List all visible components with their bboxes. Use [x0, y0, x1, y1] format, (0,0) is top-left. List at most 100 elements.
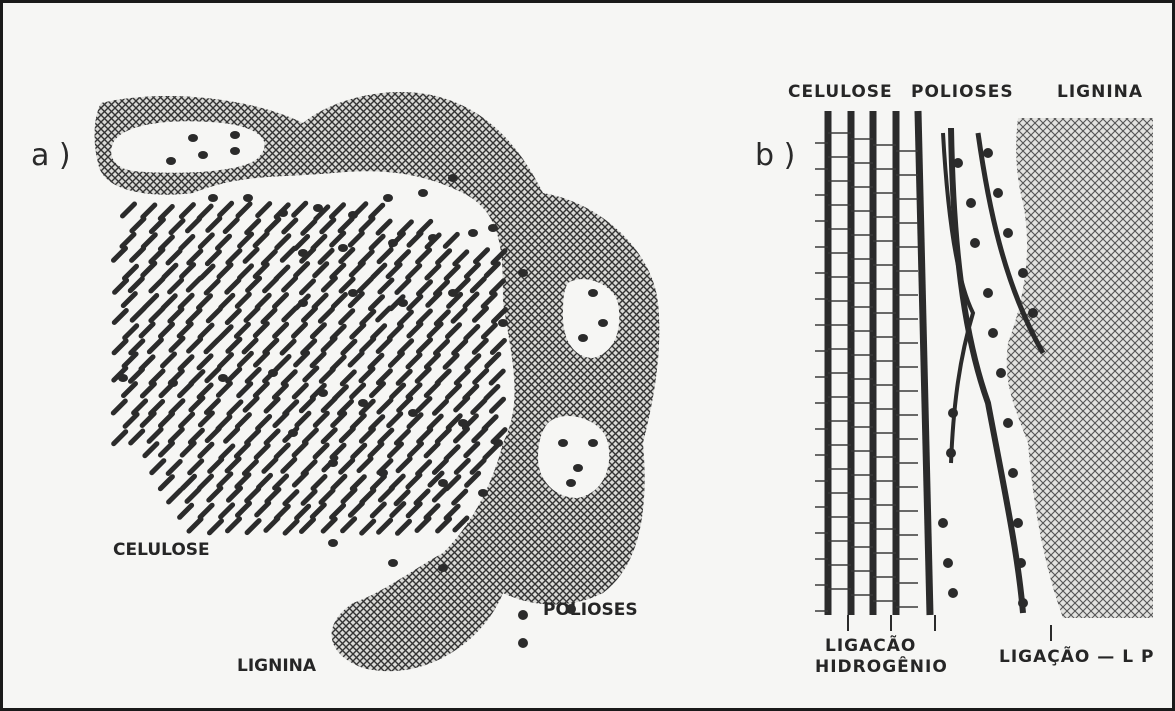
cellulose-fibril: [181, 414, 193, 426]
polyose-molecule: [408, 409, 418, 417]
polyose-molecule: [448, 289, 458, 297]
cellulose-fibril: [229, 488, 241, 500]
cellulose-fibril: [190, 461, 202, 473]
cellulose-strands: [815, 111, 930, 615]
cellulose-fibril: [247, 221, 259, 233]
cellulose-fibril: [266, 431, 278, 443]
cellulose-fibril: [485, 446, 497, 458]
cellulose-fibril: [398, 371, 410, 383]
cellulose-fibril: [200, 476, 212, 488]
cellulose-fibril: [332, 205, 344, 217]
polyose-molecule: [188, 134, 198, 142]
cellulose-fibril: [342, 372, 354, 384]
cellulose-fibril: [264, 459, 276, 471]
cellulose-fibril: [142, 414, 154, 426]
cellulose-fibril: [256, 353, 268, 365]
cellulose-fibril: [227, 311, 239, 323]
cellulose-fibril: [190, 430, 202, 442]
cellulose-fibril: [454, 491, 466, 503]
cellulose-fibril: [206, 281, 218, 293]
polyose-side-group: [1008, 468, 1018, 478]
polyose-side-group: [1003, 418, 1013, 428]
cellulose-fibril: [343, 519, 355, 531]
cellulose-fibril: [323, 399, 335, 411]
cellulose-fibril: [418, 250, 430, 262]
cellulose-fibril: [199, 356, 211, 368]
cellulose-fibril: [237, 475, 249, 487]
cellulose-fibril: [227, 459, 239, 471]
cellulose-fibril: [285, 492, 297, 504]
cellulose-fibril: [247, 431, 259, 443]
cellulose-fibril: [265, 340, 277, 352]
cellulose-fibril: [179, 324, 191, 336]
cellulose-fibril: [371, 236, 383, 248]
cellulose-fibril: [259, 475, 271, 487]
cellulose-fibril: [284, 220, 296, 232]
cellulose-fibril: [207, 369, 219, 381]
cellulose-fibril: [257, 295, 269, 307]
cellulose-fibril: [294, 443, 306, 455]
cellulose-label-a: CELULOSE: [113, 540, 210, 560]
cellulose-fibril: [124, 384, 136, 396]
cellulose-fibril: [170, 280, 182, 292]
cellulose-fibril: [284, 278, 296, 290]
cellulose-fibril: [427, 266, 439, 278]
cellulose-fibril: [183, 476, 195, 488]
cellulose-fibril: [379, 400, 391, 412]
polyose-molecule: [328, 459, 338, 467]
cellulose-fibril: [294, 324, 306, 336]
cellulose-fibril: [409, 324, 421, 336]
cellulose-fibril: [240, 234, 252, 246]
cellulose-fibril: [149, 340, 161, 352]
polyose-side-group: [996, 368, 1006, 378]
cellulose-fibril: [419, 282, 431, 294]
polyose-molecule: [498, 319, 508, 327]
cellulose-fibril: [114, 248, 126, 260]
cellulose-fibril: [163, 296, 175, 308]
polyose-side-group: [943, 558, 953, 568]
cellulose-fibril: [228, 369, 240, 381]
cellulose-fibril: [400, 341, 412, 353]
cellulose-fibril: [134, 401, 146, 413]
cellulose-fibril: [419, 430, 431, 442]
cellulose-fibril: [305, 368, 317, 380]
polyose-molecule: [378, 469, 388, 477]
cellulose-fibril: [426, 355, 438, 367]
cellulose-fibril: [353, 445, 365, 457]
cellulose-fibril: [125, 326, 137, 338]
polyose-molecule: [230, 131, 240, 139]
polyose-molecule: [230, 147, 240, 155]
cellulose-fibril: [181, 237, 193, 249]
cellulose-fibril: [350, 233, 362, 245]
cellulose-fibril: [131, 341, 143, 353]
cellulose-fibril: [312, 505, 324, 517]
cellulose-fibril: [332, 233, 344, 245]
cellulose-fibril: [265, 279, 277, 291]
cellulose-fibril: [486, 264, 498, 276]
polyose-molecule: [278, 209, 288, 217]
cellulose-fibril: [220, 355, 232, 367]
cellulose-fibril: [229, 402, 241, 414]
cellulose-fibril: [392, 385, 404, 397]
cellulose-fibril: [417, 369, 429, 381]
cellulose-fibril: [208, 309, 220, 321]
polyose-molecule: [198, 151, 208, 159]
cellulose-fibril: [410, 444, 422, 456]
cellulose-fibril: [465, 294, 477, 306]
cellulose-fibril: [149, 429, 161, 441]
polyose-side-group: [1003, 228, 1013, 238]
cellulose-fibril: [362, 312, 374, 324]
cellulose-fibril: [263, 310, 275, 322]
polyose-molecule: [166, 157, 176, 165]
cellulose-fibril: [284, 308, 296, 320]
polyose-molecule: [313, 204, 323, 212]
cellulose-fibril: [219, 265, 231, 277]
cellulose-fibril: [282, 341, 294, 353]
cellulose-fibril: [438, 519, 450, 531]
cellulose-fibril: [448, 386, 460, 398]
cellulose-fibril: [275, 476, 287, 488]
cellulose-fibril: [239, 384, 251, 396]
cellulose-fibril: [115, 280, 127, 292]
cellulose-fibril: [437, 430, 449, 442]
cellulose-fibril: [321, 490, 333, 502]
